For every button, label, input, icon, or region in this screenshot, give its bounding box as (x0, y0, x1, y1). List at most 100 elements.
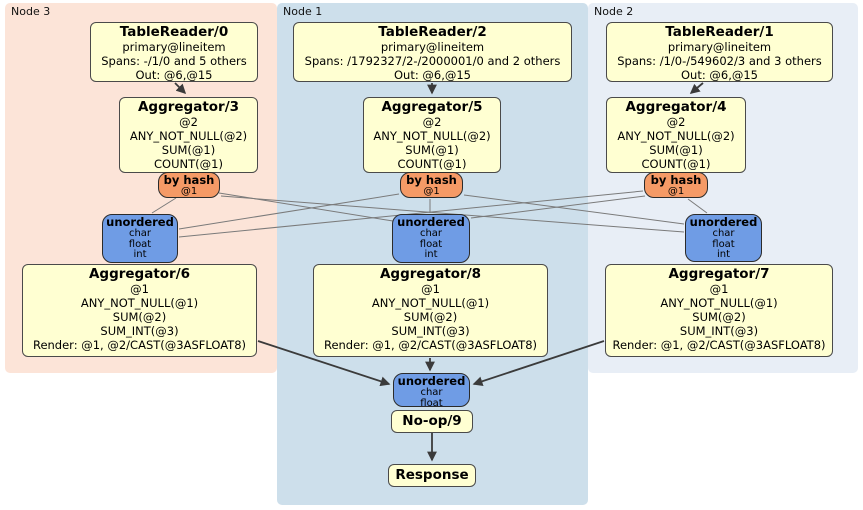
processor-detail-line: @1 (421, 282, 440, 296)
router-details: @1 (159, 186, 219, 198)
processor-detail-line: ANY_NOT_NULL(@1) (80, 296, 199, 310)
processor-detail-line: @1 (709, 282, 729, 296)
processor-title: Aggregator/8 (379, 266, 482, 282)
router-detail-line: @1 (180, 186, 198, 197)
router-by-hash-node2: by hash @1 (644, 172, 708, 198)
router-title: by hash (650, 173, 702, 187)
processor-title: Aggregator/5 (381, 99, 483, 115)
processor-detail-line: ANY_NOT_NULL(@1) (371, 296, 490, 310)
processor-detail-line: SUM_INT(@3) (100, 324, 179, 338)
router-detail-line: char (128, 228, 152, 239)
processor-detail-line: @2 (422, 115, 442, 129)
region-label: Node 2 (594, 5, 634, 18)
processor-noop-9: No-op/9 (391, 410, 473, 433)
router-title: by hash (406, 173, 457, 187)
processor-detail-line: primary@lineitem (380, 40, 485, 54)
router-by-hash-node3: by hash @1 (158, 172, 220, 198)
processor-detail-line: Spans: -/1/0 and 5 others (101, 54, 247, 68)
processor-detail-line: COUNT(@1) (154, 157, 223, 171)
processor-detail-line: ANY_NOT_NULL(@2) (373, 129, 491, 143)
processor-detail-line: SUM(@1) (649, 143, 703, 157)
processor-detail-line: COUNT(@1) (397, 157, 467, 171)
router-title: by hash (163, 173, 215, 187)
router-detail-line: char (420, 387, 443, 398)
processor-detail-line: SUM(@2) (692, 310, 746, 324)
processor-detail-line: ANY_NOT_NULL(@1) (660, 296, 778, 310)
router-title: unordered (106, 215, 174, 229)
processor-detail-line: SUM_INT(@3) (679, 324, 759, 338)
processor-detail-line: primary@lineitem (667, 40, 772, 54)
processor-detail-line: SUM(@1) (161, 143, 216, 157)
router-detail-line: float (419, 238, 443, 250)
processor-title: Aggregator/7 (668, 266, 770, 282)
router-detail-line: @1 (423, 186, 440, 197)
region-label: Node 3 (11, 5, 51, 18)
processor-detail-line: @2 (179, 115, 198, 129)
processor-detail-line: @2 (666, 115, 686, 129)
router-detail-line: float (712, 238, 735, 250)
processor-detail-line: SUM(@2) (112, 310, 167, 324)
processor-title: TableReader/0 (119, 24, 229, 40)
router-title: unordered (689, 215, 758, 229)
router-detail-line: int (716, 249, 731, 260)
processor-title: TableReader/1 (665, 24, 774, 40)
processor-title: Aggregator/4 (625, 99, 727, 115)
processor-detail-line: COUNT(@1) (641, 157, 711, 171)
router-detail-line: float (128, 238, 152, 250)
router-by-hash-node1: by hash @1 (400, 172, 463, 198)
processor-detail-line: Out: @6,@15 (681, 68, 758, 82)
processor-title: Aggregator/6 (88, 266, 191, 282)
processor-detail-line: Spans: /1792327/2-/2000001/0 and 2 other… (304, 54, 561, 68)
processor-detail-line: SUM_INT(@3) (391, 324, 470, 338)
processor-detail-line: Spans: /1/0-/549602/3 and 3 others (617, 54, 822, 68)
processor-detail-line: @1 (130, 282, 149, 296)
processor-detail-line: ANY_NOT_NULL(@2) (617, 129, 735, 143)
processor-detail-line: primary@lineitem (122, 40, 226, 54)
router-details: @1 (645, 186, 707, 198)
router-detail-line: char (419, 228, 443, 239)
region-label: Node 1 (283, 5, 323, 18)
router-detail-line: float (420, 397, 443, 409)
processor-detail-line: Render: @1, @2/CAST(@3ASFLOAT8) (32, 338, 247, 352)
router-detail-line: int (133, 249, 147, 260)
router-detail-line: @1 (667, 186, 685, 197)
router-detail-line: char (712, 228, 735, 239)
router-details: @1 (401, 186, 462, 198)
processor-title: TableReader/2 (378, 24, 487, 40)
processor-detail-line: Out: @6,@15 (394, 68, 471, 82)
processor-title: Aggregator/3 (137, 99, 240, 115)
processor-detail-line: SUM(@1) (405, 143, 459, 157)
processor-detail-line: SUM(@2) (403, 310, 458, 324)
processor-detail-line: Render: @1, @2/CAST(@3ASFLOAT8) (323, 338, 538, 352)
router-title: unordered (397, 215, 465, 229)
processor-title: No-op/9 (402, 413, 462, 429)
processor-title: Response (395, 467, 469, 483)
router-title: unordered (397, 374, 466, 388)
